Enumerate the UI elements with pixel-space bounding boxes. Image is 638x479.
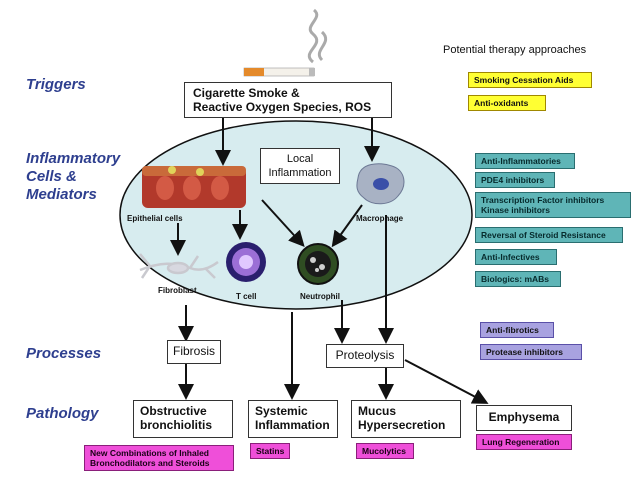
therapy-smoking-cessation: Smoking Cessation Aids bbox=[468, 72, 592, 88]
smoke-icon bbox=[307, 8, 328, 64]
section-inflammatory: Inflammatory Cells & Mediators bbox=[26, 150, 120, 204]
section-processes: Processes bbox=[26, 345, 102, 362]
therapy-reversal-steroid-resistance: Reversal of Steroid Resistance bbox=[475, 227, 623, 243]
therapy-combinations-line: New Combinations of Inhaled bbox=[90, 448, 210, 458]
fibroblast-icon bbox=[139, 253, 219, 279]
trigger-box: Cigarette Smoke & Reactive Oxygen Specie… bbox=[184, 82, 392, 118]
label-epithelial-cells: Epithelial cells bbox=[127, 214, 183, 223]
section-inflammatory-line: Cells & bbox=[26, 168, 77, 185]
obstructive-line: bronchiolitis bbox=[140, 418, 212, 432]
neutrophil-icon bbox=[297, 243, 339, 285]
arrow-epithelial-to-neutrophil bbox=[261, 199, 305, 247]
label-neutrophil: Neutrophil bbox=[300, 292, 340, 301]
therapy-combinations-line: Bronchodilators and Steroids bbox=[90, 458, 210, 468]
section-inflammatory-line: Mediators bbox=[26, 186, 97, 203]
systemic-inflammation-box: Systemic Inflammation bbox=[248, 400, 338, 438]
label-t-cell: T cell bbox=[236, 292, 257, 301]
therapy-pde4-inhibitors: PDE4 inhibitors bbox=[475, 172, 555, 188]
therapy-mucolytics: Mucolytics bbox=[356, 443, 414, 459]
arrow-macrophage-to-neutrophil bbox=[331, 204, 363, 248]
local-inflammation-line: Local bbox=[286, 153, 314, 165]
section-triggers: Triggers bbox=[26, 76, 86, 93]
systemic-line: Systemic bbox=[255, 404, 308, 418]
macrophage-icon bbox=[356, 163, 405, 205]
obstructive-line: Obstructive bbox=[140, 404, 207, 418]
epithelial-cells-icon bbox=[142, 166, 246, 208]
therapy-transcription-factor: Transcription Factor inhibitors Kinase i… bbox=[475, 192, 631, 218]
proteolysis-box: Proteolysis bbox=[326, 344, 404, 368]
mucus-line: Hypersecretion bbox=[358, 418, 446, 432]
local-inflammation-line: Inflammation bbox=[268, 167, 332, 179]
therapy-approaches-title: Potential therapy approaches bbox=[443, 44, 587, 56]
arrow-proteolysis-to-emphysema bbox=[404, 359, 489, 404]
obstructive-bronchiolitis-box: Obstructive bronchiolitis bbox=[133, 400, 233, 438]
therapy-anti-inflammatories: Anti-Inflammatories bbox=[475, 153, 575, 169]
systemic-line: Inflammation bbox=[255, 418, 330, 432]
therapy-tf-line: Transcription Factor inhibitors bbox=[481, 195, 605, 205]
therapy-anti-infectives: Anti-Infectives bbox=[475, 249, 557, 265]
t-cell-icon bbox=[226, 242, 266, 282]
fibrosis-box: Fibrosis bbox=[167, 340, 221, 364]
emphysema-box: Emphysema bbox=[476, 405, 572, 431]
therapy-lung-regeneration: Lung Regeneration bbox=[476, 434, 572, 450]
mucus-hypersecretion-box: Mucus Hypersecretion bbox=[351, 400, 461, 438]
therapy-protease-inhibitors: Protease inhibitors bbox=[480, 344, 582, 360]
therapy-new-combinations: New Combinations of Inhaled Bronchodilat… bbox=[84, 445, 234, 471]
therapy-biologics: Biologics: mABs bbox=[475, 271, 561, 287]
mucus-line: Mucus bbox=[358, 404, 397, 418]
therapy-anti-oxidants: Anti-oxidants bbox=[468, 95, 546, 111]
therapy-tf-line: Kinase inhibitors bbox=[481, 205, 550, 215]
cigarette-icon bbox=[243, 67, 315, 77]
label-macrophage: Macrophage bbox=[356, 214, 404, 223]
trigger-line: Reactive Oxygen Species, ROS bbox=[193, 100, 372, 114]
section-inflammatory-line: Inflammatory bbox=[26, 150, 121, 167]
local-inflammation-box: Local Inflammation bbox=[260, 148, 340, 184]
label-fibroblast: Fibroblast bbox=[158, 286, 197, 295]
therapy-statins: Statins bbox=[250, 443, 290, 459]
section-pathology: Pathology bbox=[26, 405, 99, 422]
therapy-anti-fibrotics: Anti-fibrotics bbox=[480, 322, 554, 338]
trigger-line: Cigarette Smoke & bbox=[193, 86, 300, 100]
